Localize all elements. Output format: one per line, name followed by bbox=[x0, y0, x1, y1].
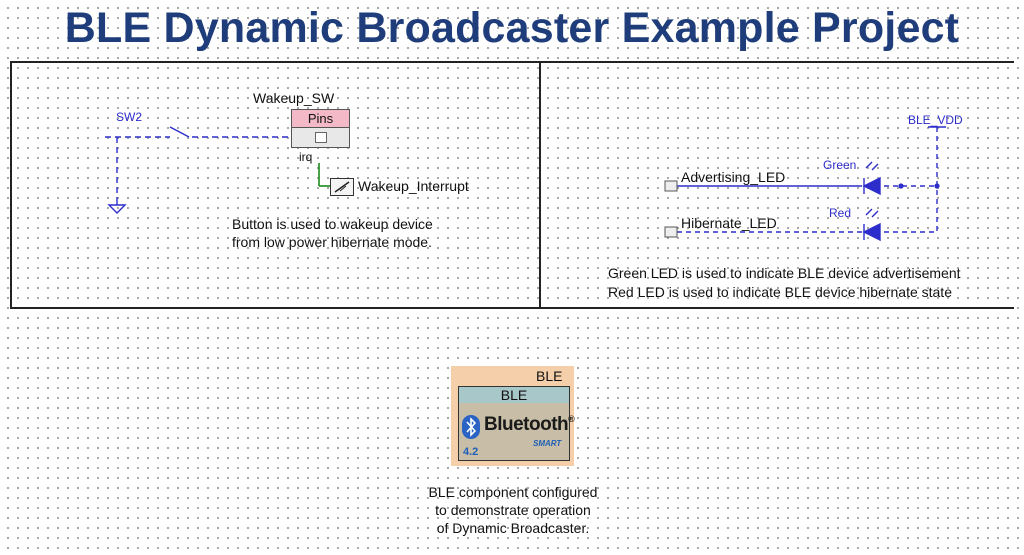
component-name: Wakeup_SW bbox=[253, 90, 335, 106]
bluetooth-icon bbox=[462, 415, 480, 439]
frame-divider-horizontal bbox=[10, 307, 1014, 309]
frame-top-line bbox=[10, 61, 1014, 63]
bluetooth-logo-word: Bluetooth® bbox=[484, 414, 575, 435]
bluetooth-smart-label: SMART bbox=[533, 439, 562, 448]
pin-label: irq bbox=[299, 150, 313, 164]
interrupt-icon[interactable] bbox=[330, 178, 354, 196]
led1-name: Advertising_LED bbox=[681, 169, 786, 185]
bluetooth-version: 4.2 bbox=[463, 446, 479, 458]
green-led-icon bbox=[862, 161, 881, 196]
page-title: BLE Dynamic Broadcaster Example Project bbox=[64, 4, 960, 52]
ble-component-label: BLE bbox=[536, 368, 563, 384]
right-description-line2: Red LED is used to indicate BLE device h… bbox=[608, 284, 952, 300]
led2-color: Red bbox=[829, 206, 852, 220]
junction-dot bbox=[898, 183, 904, 189]
left-description-line2: from low power hibernate mode. bbox=[232, 234, 432, 250]
led1-color: Green bbox=[823, 158, 857, 172]
bottom-description-line2: to demonstrate operation bbox=[435, 502, 591, 518]
led-wiring bbox=[677, 126, 946, 233]
pin-port-icon bbox=[315, 132, 327, 143]
junction-dot bbox=[934, 183, 940, 189]
right-description-line1: Green LED is used to indicate BLE device… bbox=[608, 265, 961, 281]
supply-label: BLE_VDD bbox=[908, 113, 963, 127]
irq-wire bbox=[318, 163, 330, 187]
bottom-description-line1: BLE component configured bbox=[428, 484, 598, 500]
frame-divider-vertical bbox=[539, 61, 541, 309]
sw2-wiring bbox=[105, 126, 310, 202]
ground-icon bbox=[107, 202, 127, 214]
pins-component-type: Pins bbox=[292, 110, 349, 128]
bottom-description-line3: of Dynamic Broadcaster. bbox=[436, 520, 590, 536]
frame-left-line bbox=[10, 61, 12, 309]
switch-label: SW2 bbox=[116, 110, 143, 124]
red-led-icon bbox=[862, 208, 881, 242]
led2-name: Hibernate_LED bbox=[681, 215, 777, 231]
port-icon bbox=[664, 180, 678, 238]
left-description-line1: Button is used to wakeup device bbox=[232, 216, 433, 232]
interrupt-name: Wakeup_Interrupt bbox=[358, 178, 469, 194]
pins-component[interactable]: Pins bbox=[291, 109, 350, 148]
